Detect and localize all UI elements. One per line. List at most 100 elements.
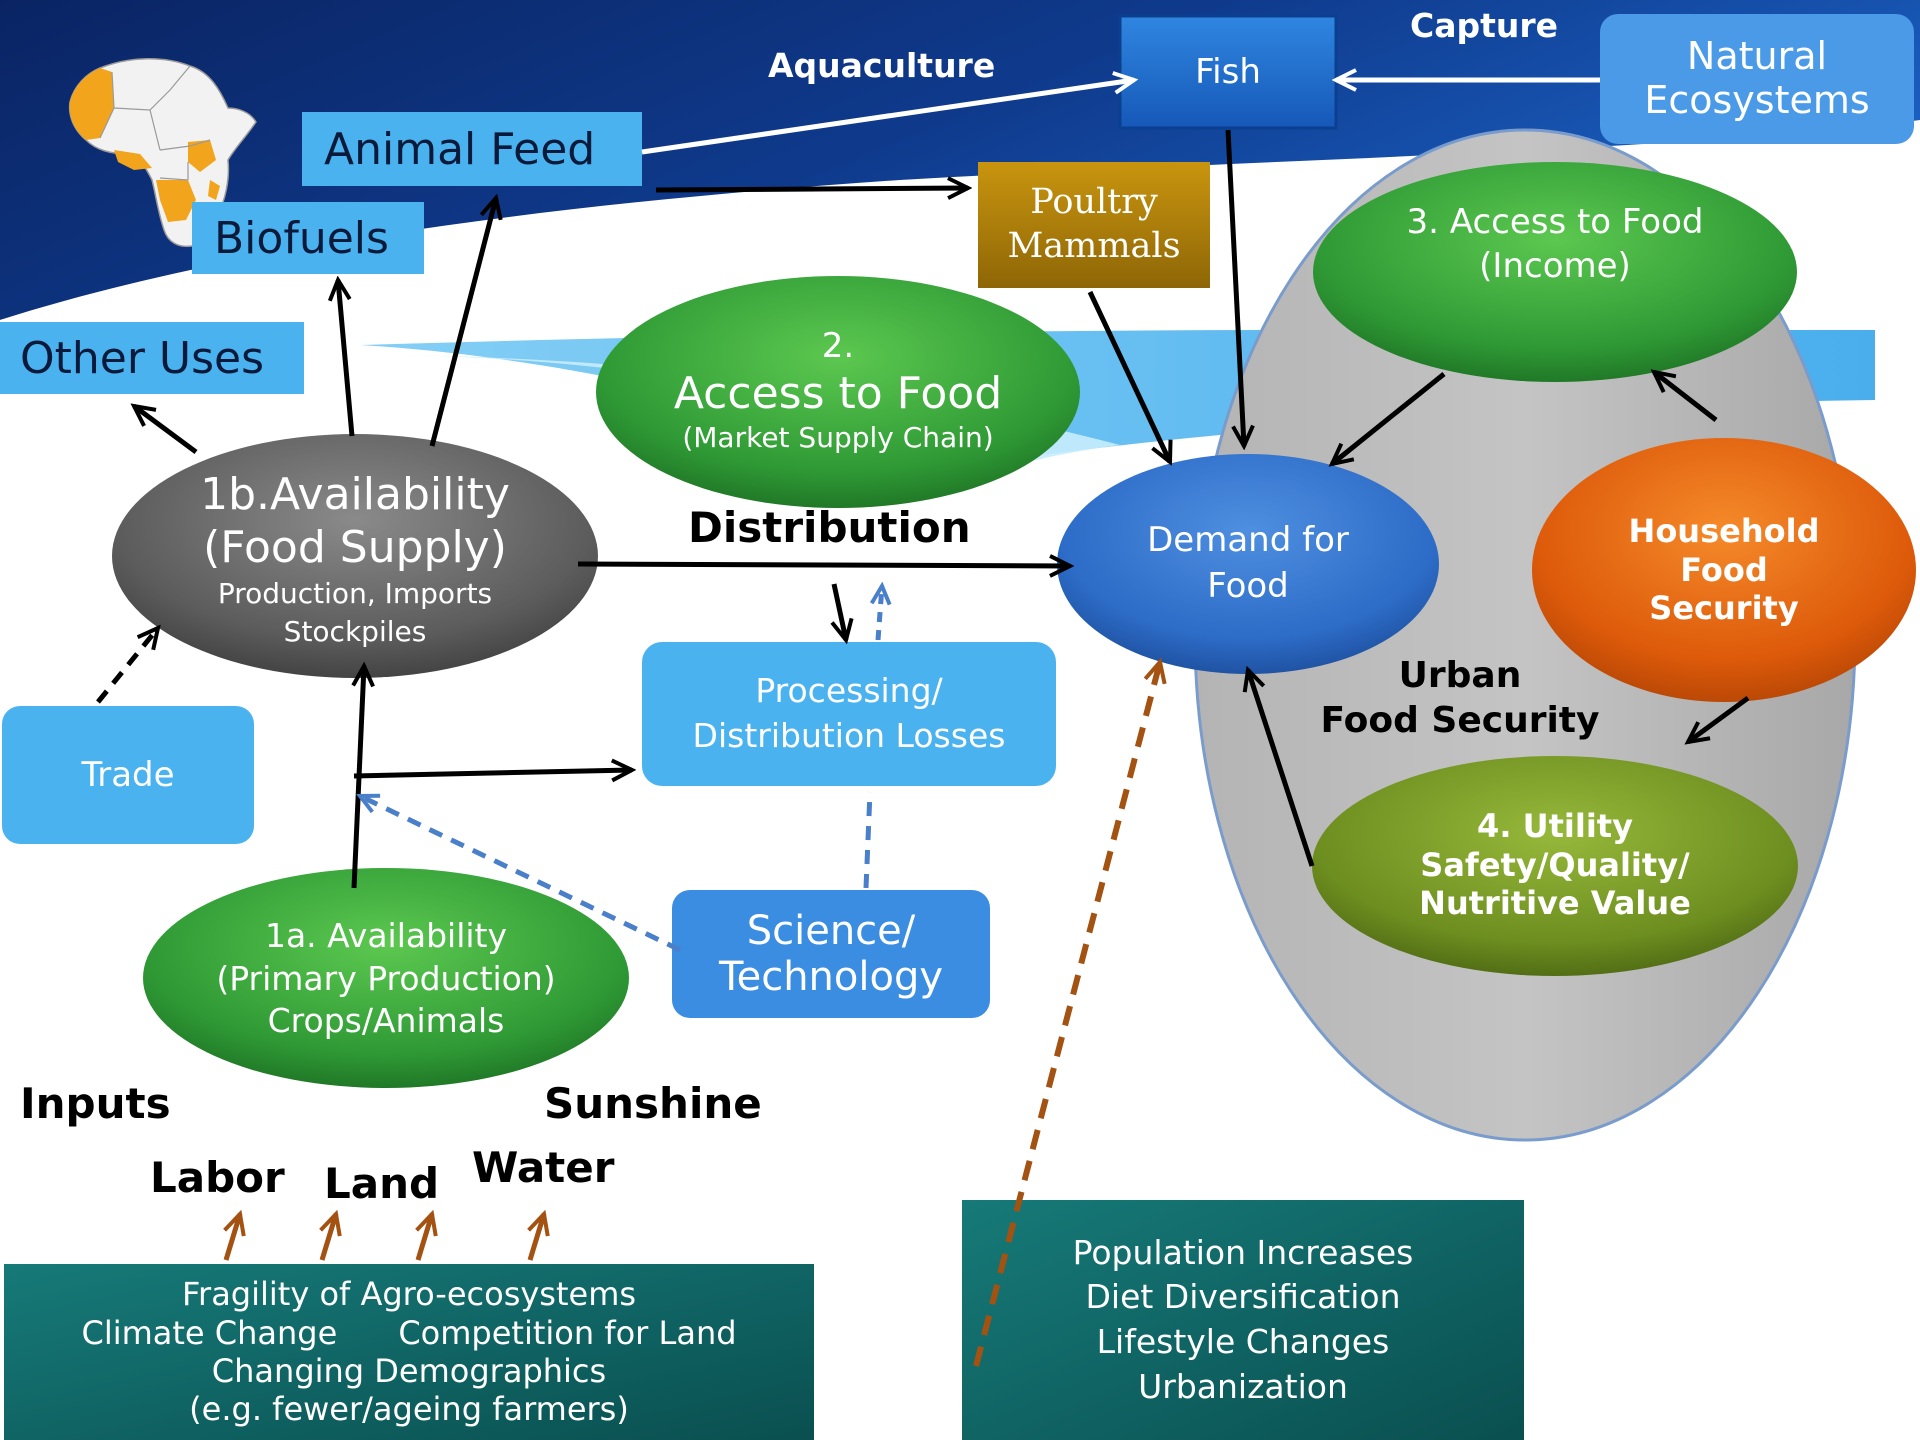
arrow-poultry-to-demand — [1087, 290, 1170, 462]
access-to-food-income: 3. Access to Food (Income) — [1313, 200, 1797, 340]
access3-subtitle: (Income) — [1479, 246, 1631, 287]
availability1b-title: 1b.Availability — [200, 469, 510, 521]
urban-line1: Urban — [1398, 655, 1522, 696]
processing-losses-box: Processing/ Distribution Losses — [642, 642, 1056, 786]
availability1b-line3: Production, Imports — [217, 577, 493, 610]
arrow-population-to-demand — [973, 662, 1160, 1367]
access2-number: 2. — [821, 326, 855, 366]
bottom-left-box-shape — [4, 1264, 814, 1440]
drivers-line1: Population Increases — [1072, 1232, 1414, 1272]
availability1a-line1: 1a. Availability — [264, 915, 508, 955]
poultry-box-shape — [978, 162, 1210, 288]
utility-line2: Safety/Quality/ — [1420, 845, 1690, 884]
arrow-processing-to-distribution — [878, 586, 882, 641]
availability-primary-production: 1a. Availability (Primary Production) Cr… — [143, 904, 629, 1054]
agro-line4: (e.g. fewer/ageing farmers) — [189, 1390, 629, 1429]
trade-label: Trade — [81, 755, 175, 795]
distribution-label: Distribution — [688, 503, 971, 552]
utility-line1: 4. Utility — [1477, 807, 1633, 846]
water-label: Water — [472, 1143, 615, 1192]
household-food-security: Household Food Security — [1532, 500, 1916, 640]
urban-food-security-label: Urban Food Security — [1300, 648, 1620, 748]
land-label: Land — [324, 1159, 440, 1208]
other-uses-box-shape — [0, 322, 304, 394]
availability1a-line3: Crops/Animals — [267, 1001, 505, 1041]
labor-label: Labor — [150, 1153, 285, 1202]
natural-ecosystems-box-shape — [1600, 14, 1914, 144]
mammals-label: Mammals — [1007, 226, 1181, 266]
arrow-science-to-1a-path — [360, 796, 682, 953]
bottom-right-box-shape — [962, 1200, 1524, 1440]
arrow-science-to-processing — [863, 791, 873, 889]
africa-map-icon — [68, 58, 257, 248]
fish-box: Fish — [1120, 16, 1336, 128]
agro-line1: Fragility of Agro-ecosystems — [181, 1275, 637, 1314]
processing-line1: Processing/ — [755, 671, 943, 711]
household-shape — [1532, 438, 1916, 702]
poultry-mammals-box: Poultry Mammals — [978, 162, 1210, 288]
agro-ecosystem-pressures-box: Fragility of Agro-ecosystems Climate Cha… — [4, 1264, 814, 1440]
availability1b-title2: (Food Supply) — [203, 522, 507, 574]
access2-shape — [596, 276, 1080, 508]
animal-feed-box-shape — [302, 112, 642, 186]
availability1a-line2: (Primary Production) — [216, 958, 556, 998]
fish-label: Fish — [1195, 52, 1261, 92]
other-uses-label: Other Uses — [20, 332, 265, 384]
science-box-shape — [672, 890, 990, 1018]
arrow-input-water — [418, 1214, 432, 1261]
availability-food-supply: 1b.Availability (Food Supply) Production… — [112, 460, 598, 660]
arrow-household-to-access3 — [1654, 372, 1718, 422]
processing-line2: Distribution Losses — [692, 716, 1006, 755]
science-line2: Technology — [718, 954, 944, 1000]
arrow-1b-to-demand — [577, 564, 1070, 566]
aquaculture-label: Aquaculture — [768, 46, 996, 85]
access3-title: 3. Access to Food — [1406, 202, 1704, 242]
other-uses-box: Other Uses — [0, 322, 304, 394]
arrow-input-labor — [226, 1214, 240, 1261]
demand-line2: Food — [1207, 566, 1289, 606]
drivers-line2: Diet Diversification — [1085, 1277, 1401, 1317]
household-line3: Security — [1649, 589, 1799, 628]
demand-line1: Demand for — [1147, 520, 1349, 561]
arrow-1b-to-biofuels — [338, 280, 355, 437]
natural-ecosystems-line1: Natural — [1686, 34, 1828, 79]
arrow-input-sunshine — [530, 1214, 544, 1261]
arrow-input-land — [322, 1214, 336, 1261]
utility-shape — [1312, 756, 1798, 976]
biofuels-label: Biofuels — [214, 212, 389, 264]
drivers-line3: Lifestyle Changes — [1096, 1322, 1390, 1361]
arrow-trade-to-1b — [96, 628, 158, 704]
availability1b-line4: Stockpiles — [283, 614, 427, 648]
agro-line2: Climate Change Competition for Land — [81, 1313, 737, 1352]
arrow-distribution-to-processing — [834, 583, 846, 640]
science-line1: Science/ — [746, 908, 916, 954]
arrow-animalfeed-to-fish — [641, 80, 1134, 155]
agro-line3: Changing Demographics — [211, 1352, 607, 1390]
natural-ecosystems-line2: Ecosystems — [1644, 78, 1870, 122]
inputs-label: Inputs — [20, 1079, 171, 1128]
natural-ecosystems-box: Natural Ecosystems — [1600, 14, 1914, 144]
science-technology-box: Science/ Technology — [672, 890, 990, 1018]
trade-box-shape — [2, 706, 254, 844]
arrow-utility-to-demand — [1248, 670, 1315, 867]
access2-title: Access to Food — [673, 368, 1003, 419]
availability1b-shape — [112, 434, 598, 678]
arrow-household-to-utility — [1688, 695, 1750, 742]
utility-nutrition: 4. Utility Safety/Quality/ Nutritive Val… — [1312, 790, 1798, 940]
demand-for-food: Demand for Food — [1057, 494, 1439, 634]
demand-shape — [1057, 454, 1439, 674]
availability1a-shape — [143, 868, 629, 1088]
demand-drivers-box: Population Increases Diet Diversificatio… — [962, 1200, 1524, 1440]
utility-line3: Nutritive Value — [1419, 884, 1691, 923]
access-to-food-market: 2. Access to Food (Market Supply Chain) — [596, 290, 1080, 490]
access2-subtitle: (Market Supply Chain) — [682, 421, 994, 454]
urban-line2: Food Security — [1320, 700, 1600, 741]
arrow-1b-to-otheruses — [134, 406, 198, 455]
access3-shape — [1313, 162, 1797, 382]
processing-box-shape — [642, 642, 1056, 786]
arrow-access3-to-demand — [1332, 372, 1446, 464]
sunshine-label: Sunshine — [544, 1079, 762, 1128]
animal-feed-label: Animal Feed — [324, 123, 596, 175]
